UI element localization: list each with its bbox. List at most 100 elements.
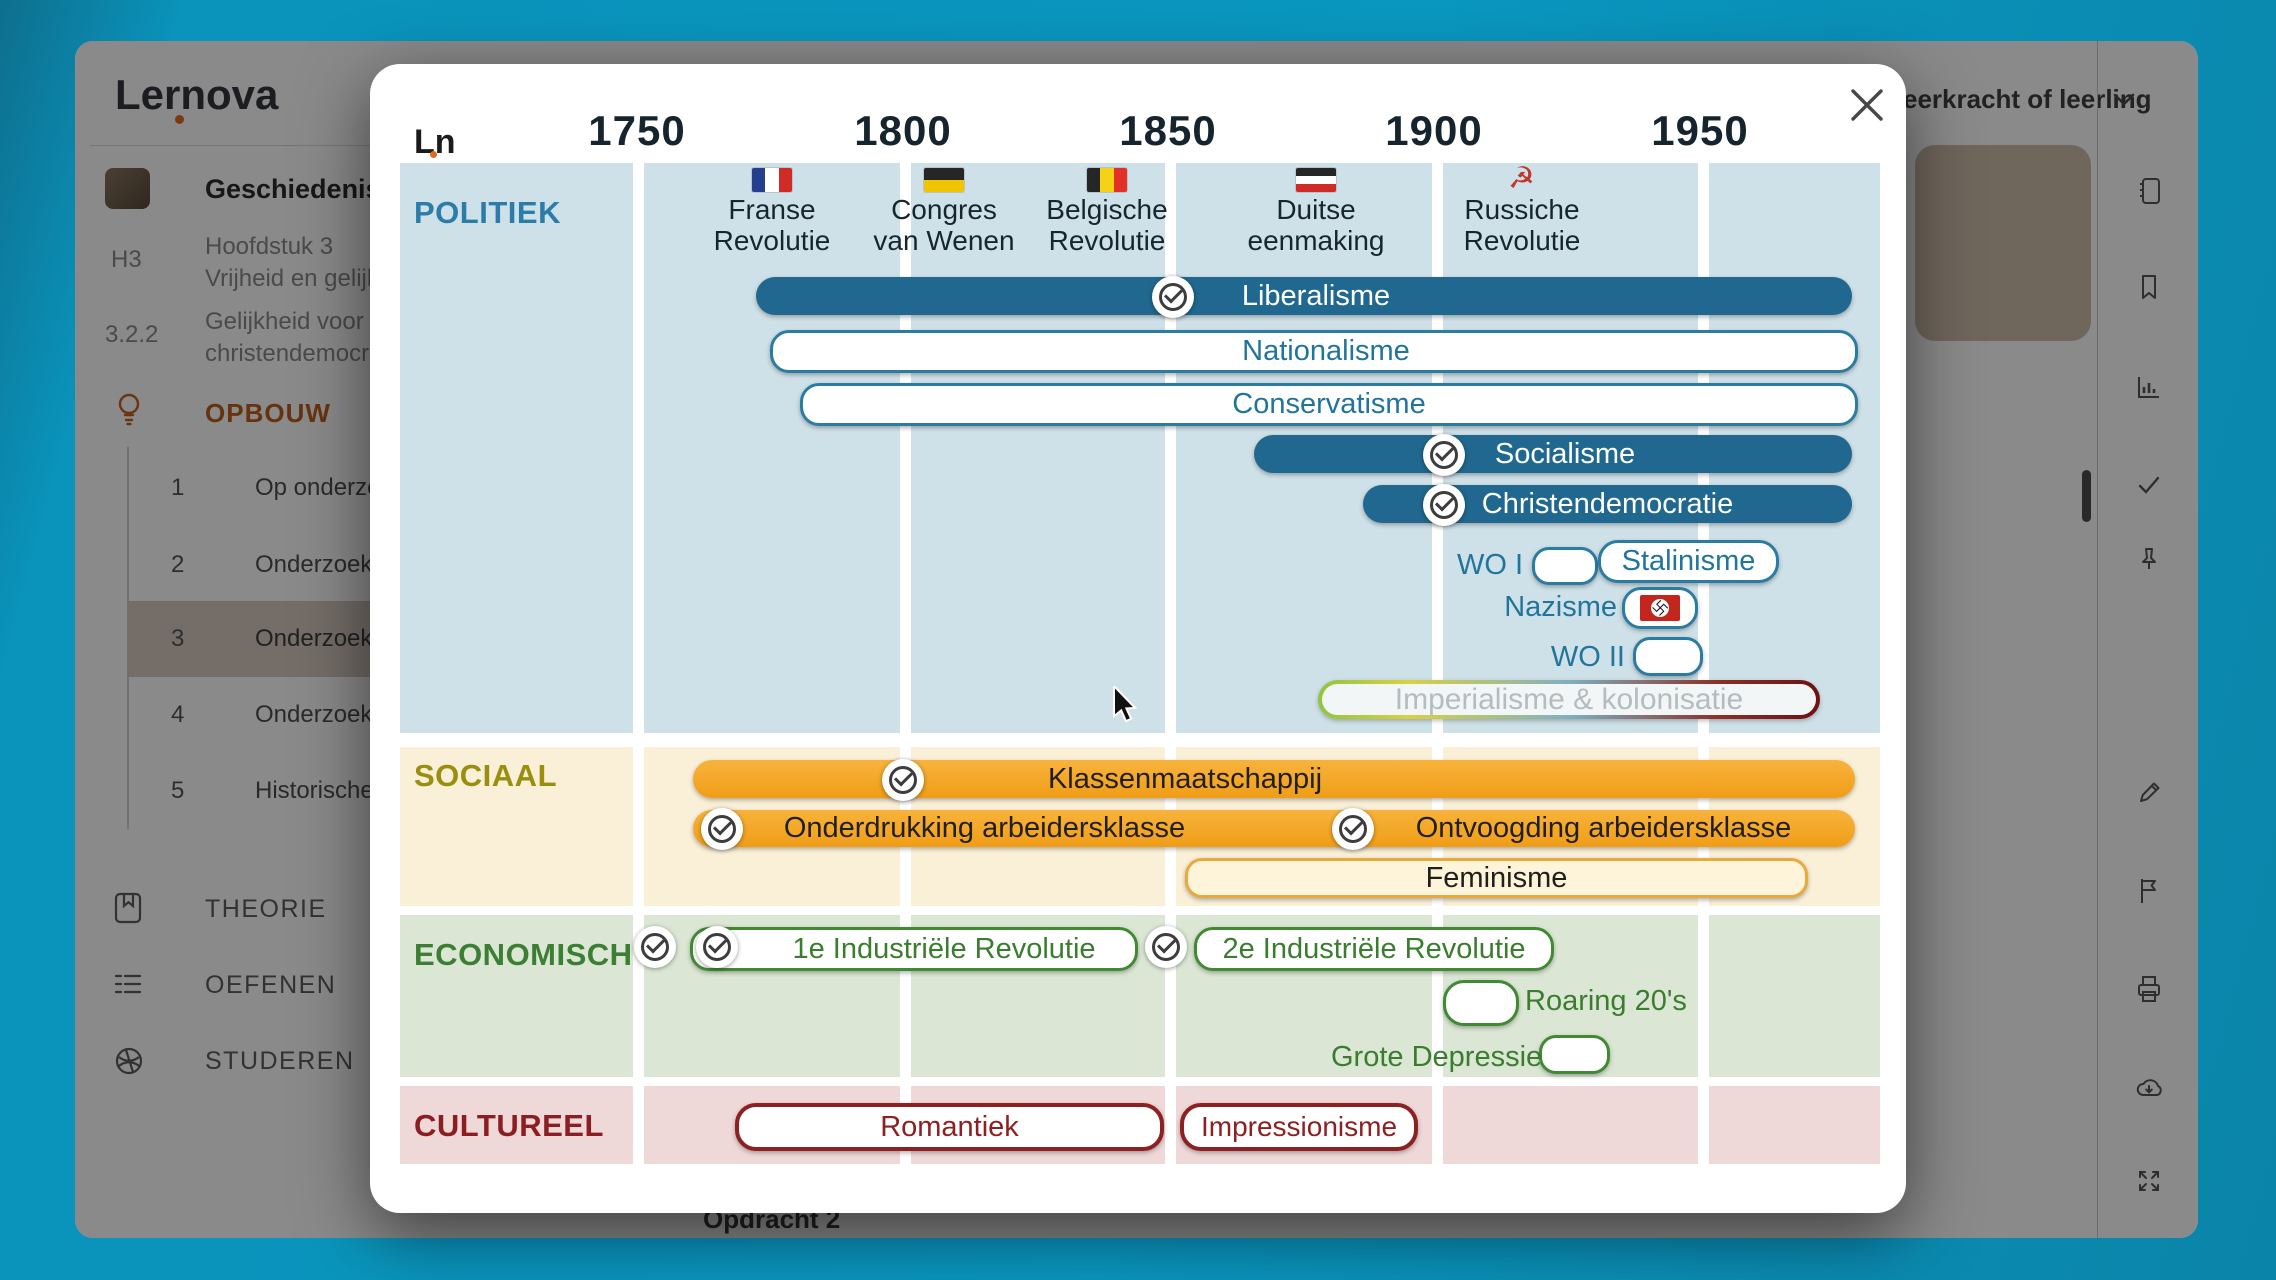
bar-1e-industriele-revolutie[interactable]: 1e Industriële Revolutie [690, 927, 1138, 971]
label-woi: WO I [1456, 549, 1523, 581]
bar-label: Nationalisme [1242, 335, 1410, 367]
bookmark-icon[interactable] [2133, 272, 2165, 304]
chapter-label[interactable]: Hoofdstuk 3 [205, 233, 334, 260]
bar-label: Ontvoogding arbeidersklasse [1415, 812, 1792, 844]
close-icon[interactable] [1848, 86, 1886, 124]
step-active-highlight [128, 601, 370, 677]
sidebar-nav-studeren[interactable]: STUDEREN [205, 1047, 355, 1075]
event-russiche-revolutie: Russiche Revolutie [1412, 194, 1632, 256]
cloud-download-icon[interactable] [2133, 1073, 2165, 1105]
check-badge-socialisme[interactable] [1423, 434, 1465, 476]
label-woii: WO II [1550, 641, 1625, 673]
pill-grote-depressie[interactable] [1539, 1035, 1610, 1074]
sidebar-nav-oefenen[interactable]: OEFENEN [205, 971, 337, 999]
bar-conservatisme[interactable]: Conservatisme [800, 383, 1858, 426]
mouse-cursor [1112, 686, 1146, 726]
step-number: 5 [171, 777, 185, 804]
bar-impressionisme[interactable]: Impressionisme [1180, 1103, 1418, 1151]
bar-feminisme[interactable]: Feminisme [1185, 858, 1808, 898]
pill-stalinisme[interactable]: Stalinisme [1598, 540, 1779, 583]
list-icon [113, 969, 143, 999]
sidebar-step-2[interactable]: Onderzoeks [255, 551, 372, 578]
sidebar-step-5[interactable]: Historische [255, 777, 372, 804]
chapter-code: H3 [111, 246, 142, 273]
check-badge-economisch-1[interactable] [634, 926, 676, 968]
pill-roaring-20s[interactable] [1443, 980, 1519, 1026]
globe-icon [113, 1045, 145, 1077]
bar-onderdrukking[interactable]: Onderdrukking arbeidersklasse [693, 810, 1352, 847]
check-badge-ontvoogding[interactable] [1332, 808, 1374, 850]
year-tick-1900: 1900 [1385, 107, 1483, 154]
timeline-modal: Ln 1750 1800 1850 1900 1950 POLITIEK SOC… [370, 64, 1906, 1213]
pill-woii[interactable] [1633, 637, 1703, 676]
sidebar-divider [90, 145, 390, 146]
year-tick-1850: 1850 [1119, 107, 1217, 154]
event-duitse-eenmaking: Duitse eenmaking [1206, 194, 1426, 256]
check-badge-christendemocratie[interactable] [1423, 484, 1465, 526]
bar-imperialisme[interactable]: Imperialisme & kolonisatie [1318, 680, 1820, 719]
fullscreen-icon[interactable] [2133, 1165, 2165, 1197]
row-label-economisch: ECONOMISCH [414, 937, 633, 972]
course-title[interactable]: Geschiedenis 5 [205, 174, 372, 204]
german-empire-flag-icon [1296, 168, 1336, 192]
bar-ontvoogding[interactable]: Ontvoogding arbeidersklasse [1352, 810, 1855, 847]
check-badge-1e-industriele[interactable] [696, 926, 738, 968]
chevron-down-icon[interactable] [2113, 93, 2135, 107]
gridline-1850 [1165, 163, 1176, 1164]
bar-label: Conservatisme [1232, 388, 1426, 420]
journal-icon[interactable] [2133, 175, 2165, 207]
course-thumbnail[interactable] [105, 168, 150, 209]
check-badge-2e-industriele[interactable] [1145, 926, 1187, 968]
flag-icon[interactable] [2133, 875, 2165, 907]
pin-icon[interactable] [2133, 545, 2165, 577]
bar-label: Christendemocratie [1481, 487, 1734, 520]
gridline-1950 [1698, 163, 1709, 1164]
sidebar-step-1[interactable]: Op onderzo [255, 474, 372, 501]
bar-label: Impressionisme [1200, 1111, 1398, 1142]
pill-woi[interactable] [1532, 547, 1598, 585]
bar-2e-industriele-revolutie[interactable]: 2e Industriële Revolutie [1194, 927, 1554, 971]
bar-liberalisme[interactable]: Liberalisme [756, 277, 1852, 315]
brand-logo: Lernova [115, 71, 279, 118]
check-badge-klassenmaatschappij[interactable] [882, 759, 924, 801]
bar-label: Socialisme [1494, 437, 1636, 470]
event-label-line: Duitse [1276, 194, 1356, 225]
bar-label: Stalinisme [1621, 545, 1756, 577]
event-label-line: Belgische [1046, 194, 1168, 225]
section-code: 3.2.2 [105, 321, 159, 348]
bar-socialisme[interactable]: Socialisme [1254, 435, 1852, 473]
check-icon[interactable] [2133, 469, 2165, 501]
bar-label: Romantiek [880, 1110, 1019, 1143]
role-selector[interactable]: eerkracht of leerling [1903, 84, 2152, 114]
section-title-line1[interactable]: Gelijkheid voor de [205, 308, 372, 335]
event-franse-revolutie: Franse Revolutie [662, 194, 882, 256]
belgium-flag-icon [1087, 168, 1127, 192]
check-badge-liberalisme[interactable] [1152, 276, 1194, 318]
scrollbar-thumb[interactable] [2082, 470, 2091, 522]
printer-icon[interactable] [2133, 973, 2165, 1005]
pencil-icon[interactable] [2133, 777, 2165, 809]
sidebar-step-4[interactable]: Onderzoeks [255, 701, 372, 728]
pill-nazisme[interactable]: 卐 [1622, 587, 1698, 629]
timeline-logo-dot [430, 151, 437, 158]
sidebar-step-3[interactable]: Onderzoeks [255, 625, 372, 652]
check-badge-onderdrukking[interactable] [701, 808, 743, 850]
sidebar-nav-theorie[interactable]: THEORIE [205, 895, 327, 923]
bar-romantiek[interactable]: Romantiek [735, 1103, 1164, 1151]
step-number: 2 [171, 551, 185, 578]
gridline-1750 [633, 163, 644, 1164]
year-tick-1800: 1800 [854, 107, 952, 154]
timeline: Ln 1750 1800 1850 1900 1950 POLITIEK SOC… [400, 91, 1880, 1177]
bar-label: Onderdrukking arbeidersklasse [783, 812, 1186, 844]
stats-icon[interactable] [2133, 371, 2165, 403]
label-nazisme: Nazisme [1504, 591, 1617, 623]
bar-label: Imperialisme & kolonisatie [1394, 682, 1744, 716]
bar-label: 2e Industriële Revolutie [1222, 932, 1526, 965]
event-label-line: Revolutie [1048, 225, 1166, 256]
bar-klassenmaatschappij[interactable]: Klassenmaatschappij [693, 760, 1855, 798]
event-label-line: Franse [728, 194, 816, 225]
france-flag-icon [752, 168, 792, 192]
chapter-title: Vrijheid en gelijkheid [205, 265, 372, 292]
bar-nationalisme[interactable]: Nationalisme [770, 330, 1858, 373]
opbouw-heading: OPBOUW [205, 398, 331, 428]
